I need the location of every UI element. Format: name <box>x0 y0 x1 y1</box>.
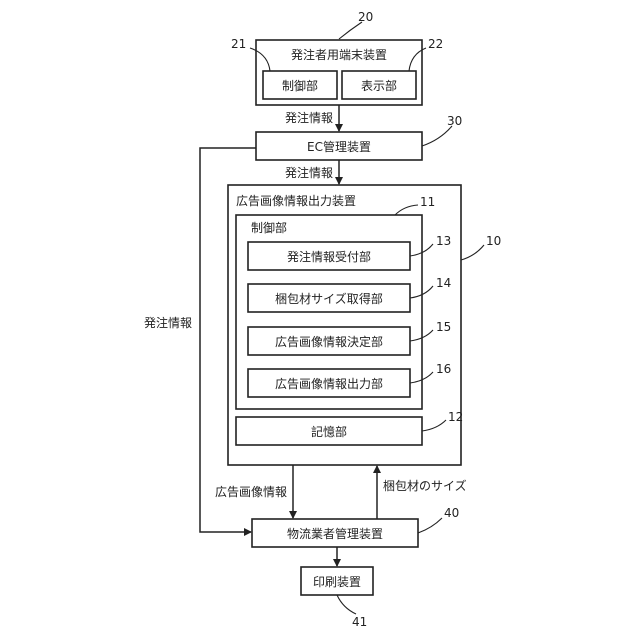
ref-10: 10 <box>486 234 501 248</box>
logistics-manager-label: 物流業者管理装置 <box>287 526 383 541</box>
terminal-display-label: 表示部 <box>361 78 397 93</box>
ad-decision-label: 広告画像情報決定部 <box>275 334 383 349</box>
ad-output-device-label: 広告画像情報出力装置 <box>236 194 356 208</box>
ref-22: 22 <box>428 37 443 51</box>
ref-21: 21 <box>231 37 246 51</box>
leader-40 <box>418 518 442 533</box>
leader-30 <box>422 126 452 146</box>
leader-10 <box>461 245 484 260</box>
packaging-size-info-label: 梱包材のサイズ <box>383 478 467 493</box>
ad-output-unit-label: 広告画像情報出力部 <box>275 376 383 391</box>
ref-20: 20 <box>358 10 373 24</box>
order-info-label-1: 発注情報 <box>285 110 333 125</box>
order-info-label-2: 発注情報 <box>285 165 333 180</box>
ordering-terminal-label: 発注者用端末装置 <box>291 47 387 62</box>
printer-label: 印刷装置 <box>313 575 361 589</box>
ref-14: 14 <box>436 276 451 290</box>
ref-30: 30 <box>447 114 462 128</box>
terminal-control-label: 制御部 <box>282 78 318 93</box>
ref-15: 15 <box>436 320 451 334</box>
packaging-size-label: 梱包材サイズ取得部 <box>275 291 383 306</box>
ref-40: 40 <box>444 506 459 520</box>
ref-11: 11 <box>420 195 435 209</box>
order-info-label-left: 発注情報 <box>144 315 192 330</box>
ref-16: 16 <box>436 362 451 376</box>
leader-41 <box>337 595 356 614</box>
ref-12: 12 <box>448 410 463 424</box>
ec-manager-label: EC管理装置 <box>307 139 371 154</box>
leader-20 <box>339 22 362 39</box>
storage-label: 記憶部 <box>311 424 347 439</box>
ref-41: 41 <box>352 615 367 629</box>
ad-image-info-label: 広告画像情報 <box>215 485 287 499</box>
ref-13: 13 <box>436 234 451 248</box>
device-control-label: 制御部 <box>251 220 287 235</box>
order-reception-label: 発注情報受付部 <box>287 249 371 264</box>
